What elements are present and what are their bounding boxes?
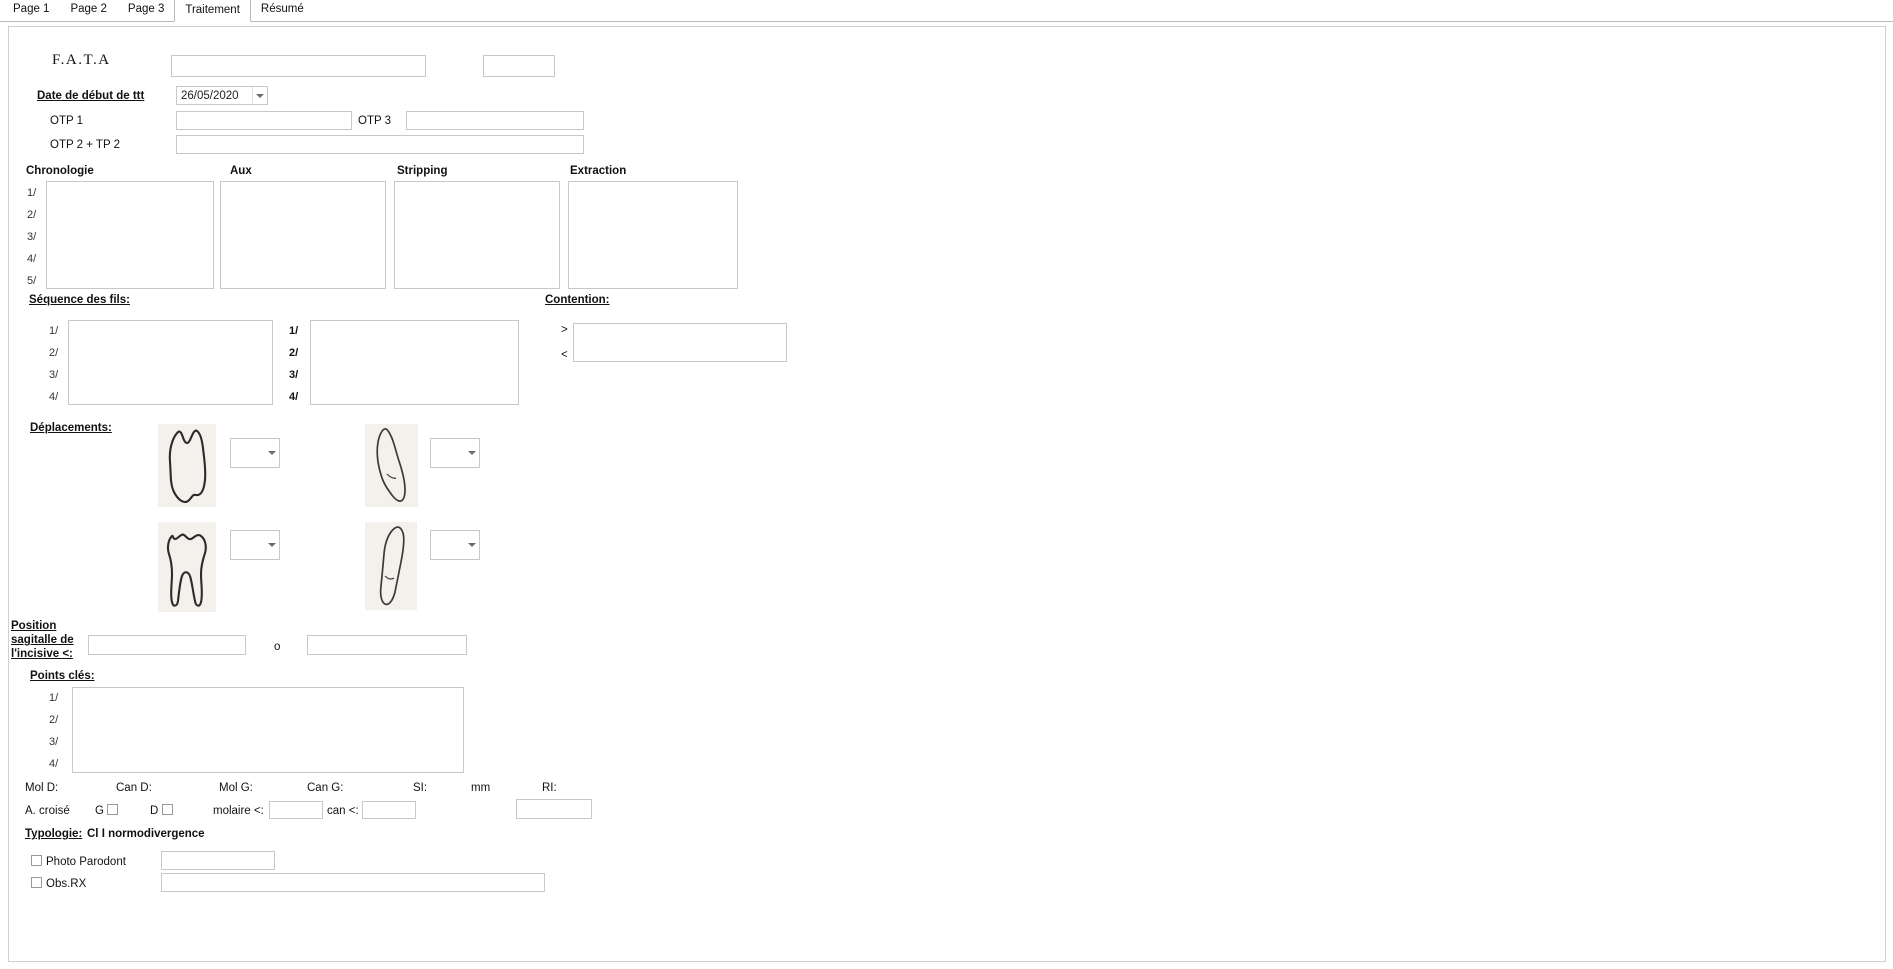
sequence-right-label-3: 3/	[289, 369, 299, 381]
mol-d-label: Mol D:	[25, 782, 59, 794]
mm-label: mm	[471, 782, 491, 794]
ri-label: RI:	[542, 782, 557, 794]
sequence-left-label-1: 1/	[49, 325, 59, 337]
photo-parodont-input[interactable]	[161, 851, 275, 870]
deplacements-title: Déplacements:	[30, 422, 112, 434]
traitement-page: F.A.T.A Date de début de ttt 26/05/2020 …	[0, 22, 1893, 969]
si-label: SI:	[413, 782, 428, 794]
position-sagittale-right-input[interactable]	[307, 635, 467, 655]
fata-title-input[interactable]	[171, 55, 426, 77]
contention-title: Contention:	[545, 294, 610, 306]
chevron-down-icon[interactable]	[464, 531, 479, 559]
sequence-left-label-4: 4/	[49, 391, 59, 403]
sequence-left-label-3: 3/	[49, 369, 59, 381]
aux-textarea[interactable]	[220, 181, 386, 289]
sequence-left-textarea[interactable]	[68, 320, 273, 405]
start-date-label: Date de début de ttt	[37, 90, 145, 102]
otp1-input[interactable]	[176, 111, 352, 130]
ri-input[interactable]	[516, 799, 592, 819]
a-croise-g-label: G	[95, 805, 104, 817]
chevron-down-icon[interactable]	[264, 439, 279, 467]
chevron-down-icon[interactable]	[264, 531, 279, 559]
deplacement-select-1[interactable]	[230, 438, 280, 468]
a-croise-d-label: D	[150, 805, 159, 817]
row-label-5: 5/	[27, 275, 37, 287]
points-cles-label-1: 1/	[49, 692, 59, 704]
sequence-right-textarea[interactable]	[310, 320, 519, 405]
lower-incisor-lateral-sketch	[365, 522, 417, 610]
mol-g-label: Mol G:	[219, 782, 253, 794]
points-cles-label-3: 3/	[49, 736, 59, 748]
otp1-label: OTP 1	[50, 115, 84, 127]
tab-resume[interactable]: Résumé	[260, 3, 304, 15]
tab-page-2[interactable]: Page 2	[70, 3, 107, 15]
sequence-right-label-1: 1/	[289, 325, 299, 337]
column-header-stripping: Stripping	[397, 165, 448, 177]
stripping-textarea[interactable]	[394, 181, 560, 289]
contention-textarea[interactable]	[573, 323, 787, 362]
tab-bar: Page 1 Page 2 Page 3 Traitement Résumé	[0, 0, 1893, 22]
start-date-combo[interactable]: 26/05/2020	[176, 86, 268, 105]
points-cles-textarea[interactable]	[72, 687, 464, 773]
sequence-right-label-4: 4/	[289, 391, 299, 403]
obs-rx-label: Obs.RX	[46, 878, 87, 890]
typologie-value: Cl I normodivergence	[87, 828, 205, 840]
otp2-label: OTP 2 + TP 2	[50, 139, 120, 151]
degree-symbol: o	[274, 641, 281, 653]
row-label-3: 3/	[27, 231, 37, 243]
otp3-input[interactable]	[406, 111, 584, 130]
column-header-chronologie: Chronologie	[26, 165, 94, 177]
row-label-1: 1/	[27, 187, 37, 199]
a-croise-g-checkbox[interactable]	[107, 804, 118, 815]
lower-molar-frontal-sketch	[158, 522, 216, 612]
contention-lower-symbol: <	[561, 349, 568, 361]
column-header-aux: Aux	[230, 165, 252, 177]
can-label: can <:	[327, 805, 359, 817]
points-cles-label-4: 4/	[49, 758, 59, 770]
extraction-textarea[interactable]	[568, 181, 738, 289]
sequence-right-label-2: 2/	[289, 347, 299, 359]
tab-page-1[interactable]: Page 1	[13, 3, 50, 15]
start-date-value: 26/05/2020	[181, 89, 239, 102]
sequence-title: Séquence des fils:	[29, 294, 130, 306]
sequence-left-label-2: 2/	[49, 347, 59, 359]
chronologie-textarea[interactable]	[46, 181, 214, 289]
position-sagittale-line3: l'incisive <:	[11, 648, 73, 660]
obs-rx-input[interactable]	[161, 873, 545, 892]
contention-upper-symbol: >	[561, 324, 568, 336]
can-g-label: Can G:	[307, 782, 344, 794]
points-cles-label-2: 2/	[49, 714, 59, 726]
deplacement-select-4[interactable]	[430, 530, 480, 560]
obs-rx-checkbox[interactable]	[31, 877, 42, 888]
upper-incisor-lateral-sketch	[365, 424, 418, 507]
chevron-down-icon[interactable]	[252, 87, 267, 104]
row-label-2: 2/	[27, 209, 37, 221]
position-sagittale-line2: sagitalle de	[11, 634, 74, 646]
upper-incisor-frontal-sketch	[158, 424, 216, 507]
fata-aux-input[interactable]	[483, 55, 555, 77]
photo-parodont-checkbox[interactable]	[31, 855, 42, 866]
deplacement-select-3[interactable]	[230, 530, 280, 560]
otp2-input[interactable]	[176, 135, 584, 154]
column-header-extraction: Extraction	[570, 165, 627, 177]
position-sagittale-line1: Position	[11, 620, 57, 632]
page-title: F.A.T.A	[52, 52, 111, 68]
position-sagittale-left-input[interactable]	[88, 635, 246, 655]
a-croise-d-checkbox[interactable]	[162, 804, 173, 815]
form-frame	[8, 26, 1886, 962]
tab-page-3[interactable]: Page 3	[127, 3, 165, 15]
points-cles-title: Points clés:	[30, 670, 95, 682]
molaire-input[interactable]	[269, 801, 323, 819]
chevron-down-icon[interactable]	[464, 439, 479, 467]
deplacement-select-2[interactable]	[430, 438, 480, 468]
typologie-label: Typologie:	[25, 828, 83, 840]
can-d-label: Can D:	[116, 782, 152, 794]
otp3-label: OTP 3	[358, 115, 392, 127]
a-croise-label: A. croisé	[25, 805, 70, 817]
molaire-label: molaire <:	[213, 805, 264, 817]
can-input[interactable]	[362, 801, 416, 819]
tab-traitement[interactable]: Traitement	[174, 0, 251, 22]
row-label-4: 4/	[27, 253, 37, 265]
photo-parodont-label: Photo Parodont	[46, 856, 126, 868]
